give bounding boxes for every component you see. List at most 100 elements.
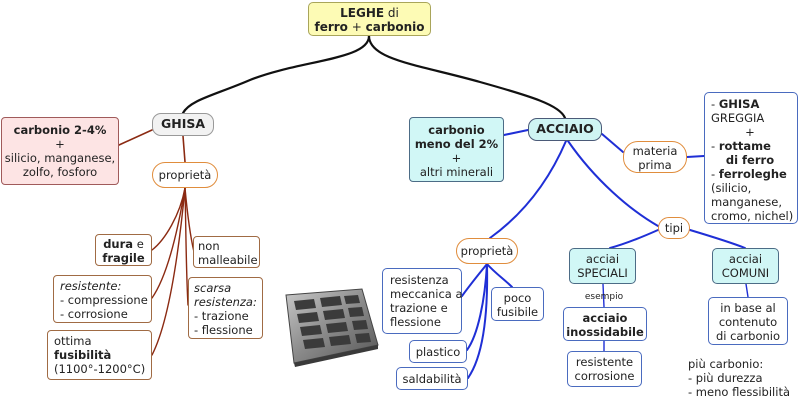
inox-acciaio: acciaio [582, 311, 628, 325]
resmecc-l4: flessione [390, 315, 441, 329]
link-tipi-speciali [609, 229, 659, 249]
saldabilita-node[interactable]: saldabilità [396, 367, 468, 390]
root-title-di: di [384, 6, 399, 20]
rottame-dash: - [711, 139, 719, 153]
ghisa-resistente-node[interactable]: resistente: - compressione - corrosione [53, 275, 152, 323]
piu-durezza: - più durezza [688, 371, 763, 385]
link-prop-scarsa [184, 187, 189, 306]
fusibilita-ottima: ottima [54, 334, 92, 348]
materie-prime-list-node[interactable]: - GHISA GREGGIA + - rottame di ferro - f… [704, 92, 798, 224]
plastico-node[interactable]: plastico [409, 340, 467, 363]
ghisa-composition-node[interactable]: carbonio 2-4% + silicio, manganese, zolf… [1, 117, 119, 185]
acc-comp-meno: meno del 2% [414, 137, 499, 151]
resistente-title: resistente: [60, 279, 122, 293]
resmecc-l2: meccanica a [390, 287, 463, 301]
ghisa-greggia-bold: GHISA [718, 97, 760, 111]
acciai-comuni-node[interactable]: acciai COMUNI [712, 248, 779, 284]
di-ferro-label: di ferro [725, 153, 775, 167]
resistenza-meccanica-node[interactable]: resistenza meccanica a trazione e flessi… [382, 268, 463, 334]
dura-label: dura [103, 237, 134, 251]
ghisa-non-malleabile-node[interactable]: non malleabile [193, 236, 260, 268]
meno-flessibilita: - meno flessibilità [688, 385, 791, 399]
tipi-node[interactable]: tipi [658, 217, 690, 239]
link-acciaio-prop [489, 140, 567, 239]
link-ghisa-comp [118, 129, 153, 146]
link-speciali-inox [602, 283, 605, 308]
comuni-label: COMUNI [721, 266, 770, 280]
materia-label: materia [632, 144, 678, 158]
resistente-corrosione-node[interactable]: resistente corrosione [567, 351, 642, 387]
root-node-leghe[interactable]: LEGHE di ferro + carbonio [308, 2, 431, 36]
link-prop-resist [151, 187, 186, 299]
ghisa-scarsa-resistenza-node[interactable]: scarsa resistenza: - trazione - flession… [188, 277, 263, 339]
root-title-bold: LEGHE [340, 6, 385, 20]
link-prop-dura [151, 187, 186, 251]
acc-comp-plus: + [451, 151, 462, 165]
poco-label: poco [503, 291, 532, 305]
link-prop-poco [486, 263, 513, 288]
resistente-compressione: - compressione [60, 293, 148, 307]
ghisa-comp-elements: silicio, manganese, [4, 151, 116, 165]
fusibilita-range: (1100°-1200°C) [54, 362, 146, 376]
link-ghisa-prop [182, 135, 186, 163]
materia-prima-node[interactable]: materia prima [623, 141, 687, 173]
poco-fusibile-node[interactable]: poco fusibile [491, 287, 544, 321]
ghisa-comp-plus: + [55, 137, 65, 151]
ferroleghe-dash: - [711, 167, 719, 181]
fragile-label: fragile [102, 251, 145, 265]
non-label: non [198, 239, 220, 253]
acciaio-proprieta-node[interactable]: proprietà [456, 238, 518, 264]
scarsa-trazione: - trazione [194, 309, 249, 323]
acc-comp-minerali: altri minerali [419, 165, 494, 179]
link-root-ghisa [181, 34, 371, 115]
comuni-acciai: acciai [728, 252, 763, 266]
piu-carbonio-title: più carbonio: [688, 357, 764, 371]
link-acciaio-comp [503, 129, 529, 136]
ghisa-comp-elements-2: zolfo, fosforo [22, 165, 98, 179]
piu-carbonio-note: più carbonio: - più durezza - meno fless… [688, 357, 798, 403]
ferroleghe-silicio: (silicio, [711, 181, 752, 195]
scarsa-label: scarsa [194, 281, 232, 295]
resmecc-l3: trazione e [390, 301, 448, 315]
rottame-label: rottame [718, 139, 771, 153]
speciali-label: SPECIALI [577, 266, 628, 280]
prima-label: prima [638, 158, 672, 172]
link-acciaio-materia [601, 133, 624, 153]
root-plus: + [347, 20, 366, 34]
root-ferro: ferro [314, 20, 348, 34]
resistente-corrosione: - corrosione [60, 307, 128, 321]
link-root-acciaio [367, 34, 567, 120]
ghisa-fusibilita-node[interactable]: ottima fusibilità (1100°-1200°C) [47, 330, 152, 380]
fusibile-label: fusibile [496, 305, 539, 319]
acciai-speciali-node[interactable]: acciai SPECIALI [569, 248, 636, 284]
greggia-plus: + [745, 125, 755, 139]
link-materia-greggia [686, 155, 705, 158]
ghisa-node[interactable]: GHISA [152, 113, 214, 136]
scarsa-resistenza-label: resistenza: [194, 295, 257, 309]
root-carbonio: carbonio [365, 20, 425, 34]
ghisa-proprieta-node[interactable]: proprietà [152, 162, 218, 188]
greggia-dash: - [711, 97, 719, 111]
cast-iron-grate-image [285, 288, 379, 367]
ghisa-dura-fragile-node[interactable]: dura e fragile [95, 234, 152, 266]
link-tipi-comuni [689, 229, 746, 249]
ferroleghe-manganese: manganese, [711, 195, 782, 209]
link-prop-fusib [151, 187, 186, 356]
greggia-label: GREGGIA [711, 111, 765, 125]
scarsa-flessione: - flessione [194, 323, 253, 337]
base-l3: di carbonio [715, 329, 781, 343]
ghisa-comp-carbonio: carbonio 2-4% [13, 123, 107, 137]
speciali-acciai: acciai [585, 252, 620, 266]
dura-e: e [133, 237, 144, 251]
acciaio-composition-node[interactable]: carbonio meno del 2% + altri minerali [409, 117, 504, 182]
link-prop-saldab [467, 263, 489, 379]
ferroleghe-label: ferroleghe [718, 167, 787, 181]
in-base-al-contenuto-node[interactable]: in base al contenuto di carbonio [708, 297, 788, 345]
malleabile-label: malleabile [198, 253, 258, 267]
inox-label: inossidabile [566, 325, 644, 339]
acciaio-node[interactable]: ACCIAIO [528, 118, 602, 141]
acciaio-inossidabile-node[interactable]: acciaio inossidabile [563, 307, 647, 341]
rescorr-l1: resistente [575, 355, 634, 369]
link-prop-resmecc [461, 263, 488, 297]
